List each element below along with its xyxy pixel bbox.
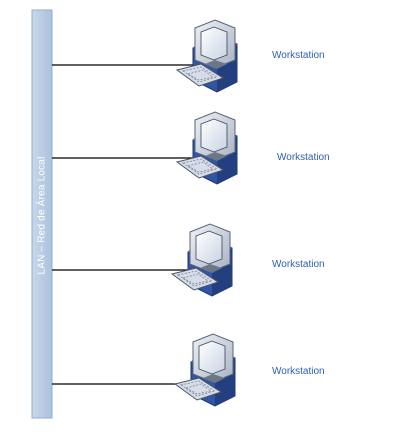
- lan-bus-label-wrap: LAN – Red de Área Local: [32, 16, 52, 414]
- connector-group: [52, 64, 196, 385]
- lan-bus: [31, 9, 53, 419]
- workstation-icon: [176, 111, 238, 185]
- workstation-icon: [176, 19, 238, 93]
- workstation-icon-group: [171, 19, 238, 407]
- workstation-icon: [174, 333, 236, 407]
- workstation-label: Workstation: [277, 152, 330, 163]
- lan-bus-label: LAN – Red de Área Local: [36, 155, 48, 275]
- workstation-label: Workstation: [272, 366, 325, 377]
- workstation-label: Workstation: [272, 259, 325, 270]
- workstation-icon: [171, 223, 233, 297]
- workstation-label: Workstation: [272, 50, 325, 61]
